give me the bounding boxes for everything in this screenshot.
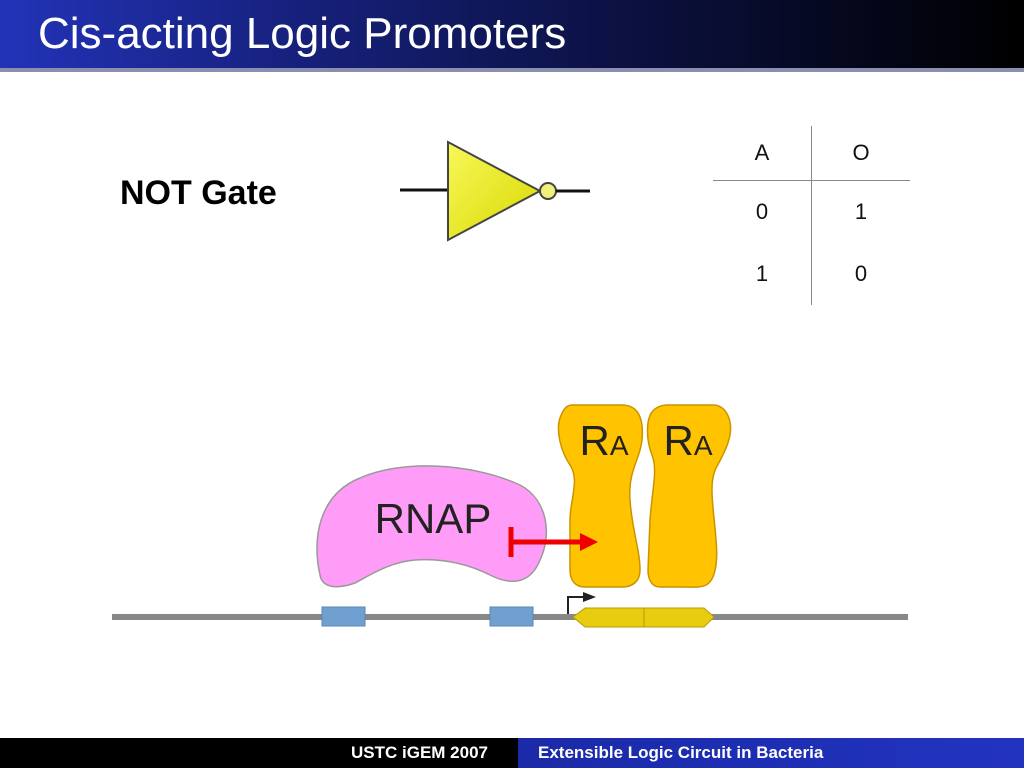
truth-table-cell: 0	[854, 261, 868, 286]
operator-site-1	[321, 606, 366, 627]
footer-left-bar: USTC iGEM 2007	[0, 738, 518, 768]
gate-triangle	[447, 140, 543, 242]
footer-right-bar: Extensible Logic Circuit in Bacteria	[518, 738, 1024, 768]
truth-table-header-a: A	[713, 126, 812, 181]
slide-title: Cis-acting Logic Promoters	[38, 9, 567, 58]
truth-table-row: 0 1	[713, 180, 910, 243]
repressor-right-label: RA	[663, 417, 712, 464]
title-bar: Cis-acting Logic Promoters	[0, 0, 1024, 72]
truth-table-header-row: A O	[713, 126, 910, 181]
repressor-right-sub: A	[694, 430, 713, 461]
truth-table-cell: 0	[713, 180, 812, 243]
truth-table-header-o: O	[811, 126, 910, 181]
truth-table-cell: 1	[854, 199, 868, 224]
inhibition-arrow-icon	[508, 527, 598, 557]
not-gate-label: NOT Gate	[120, 174, 277, 212]
gate-inversion-bubble	[539, 182, 557, 200]
footer-left-text: USTC iGEM 2007	[351, 743, 488, 762]
rnap-shape	[316, 465, 548, 588]
truth-table: A O 0 1 1 0	[713, 126, 910, 305]
truth-table-cell: 1	[713, 243, 812, 305]
repressor-left-sub: A	[610, 430, 629, 461]
operator-site-2	[489, 606, 534, 627]
footer-right-text: Extensible Logic Circuit in Bacteria	[538, 743, 824, 762]
rnap-label: RNAP	[375, 495, 492, 542]
repressor-right-main: R	[663, 417, 693, 464]
promoter-arrow-icon	[567, 592, 596, 614]
truth-table-row: 1 0	[713, 243, 910, 305]
not-gate-symbol	[400, 140, 590, 242]
repressor-right-shape	[646, 404, 732, 588]
repressor-left-label: RA	[579, 417, 628, 464]
repressor-left-main: R	[579, 417, 609, 464]
